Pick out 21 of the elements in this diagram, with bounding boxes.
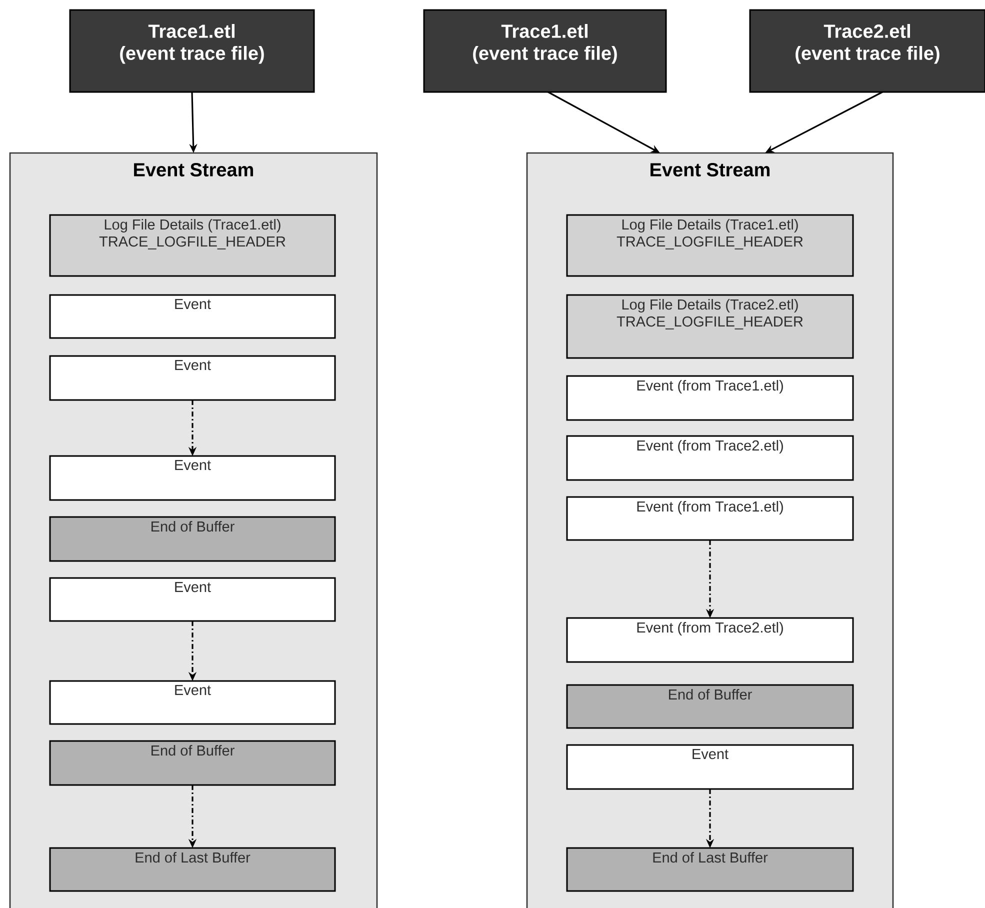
header-record-box: Log File Details (Trace1.etl) TRACE_LOGFILE_HEADER — [566, 214, 854, 277]
file-box: Trace1.etl (event trace file) — [423, 9, 667, 93]
event-record-box: Event — [49, 455, 336, 501]
buffer-end-box: End of Buffer — [49, 740, 336, 786]
file-box: Trace2.etl (event trace file) — [749, 9, 985, 93]
event-record-box: Event (from Trace2.etl) — [566, 617, 854, 663]
event-record-box: Event (from Trace2.etl) — [566, 435, 854, 481]
file-box: Trace1.etl (event trace file) — [69, 9, 315, 93]
event-record-box: Event — [49, 577, 336, 622]
buffer-end-box: End of Last Buffer — [49, 847, 336, 892]
event-record-box: Event — [49, 680, 336, 725]
buffer-end-box: End of Buffer — [49, 516, 336, 562]
event-record-box: Event (from Trace1.etl) — [566, 375, 854, 421]
buffer-end-box: End of Buffer — [566, 684, 854, 729]
event-record-box: Event — [49, 355, 336, 401]
event-record-box: Event — [49, 294, 336, 339]
event-record-box: Event (from Trace1.etl) — [566, 496, 854, 541]
buffer-end-box: End of Last Buffer — [566, 847, 854, 892]
event-record-box: Event — [566, 744, 854, 790]
header-record-box: Log File Details (Trace1.etl) TRACE_LOGFILE_HEADER — [49, 214, 336, 277]
header-record-box: Log File Details (Trace2.etl) TRACE_LOGFILE_HEADER — [566, 294, 854, 359]
